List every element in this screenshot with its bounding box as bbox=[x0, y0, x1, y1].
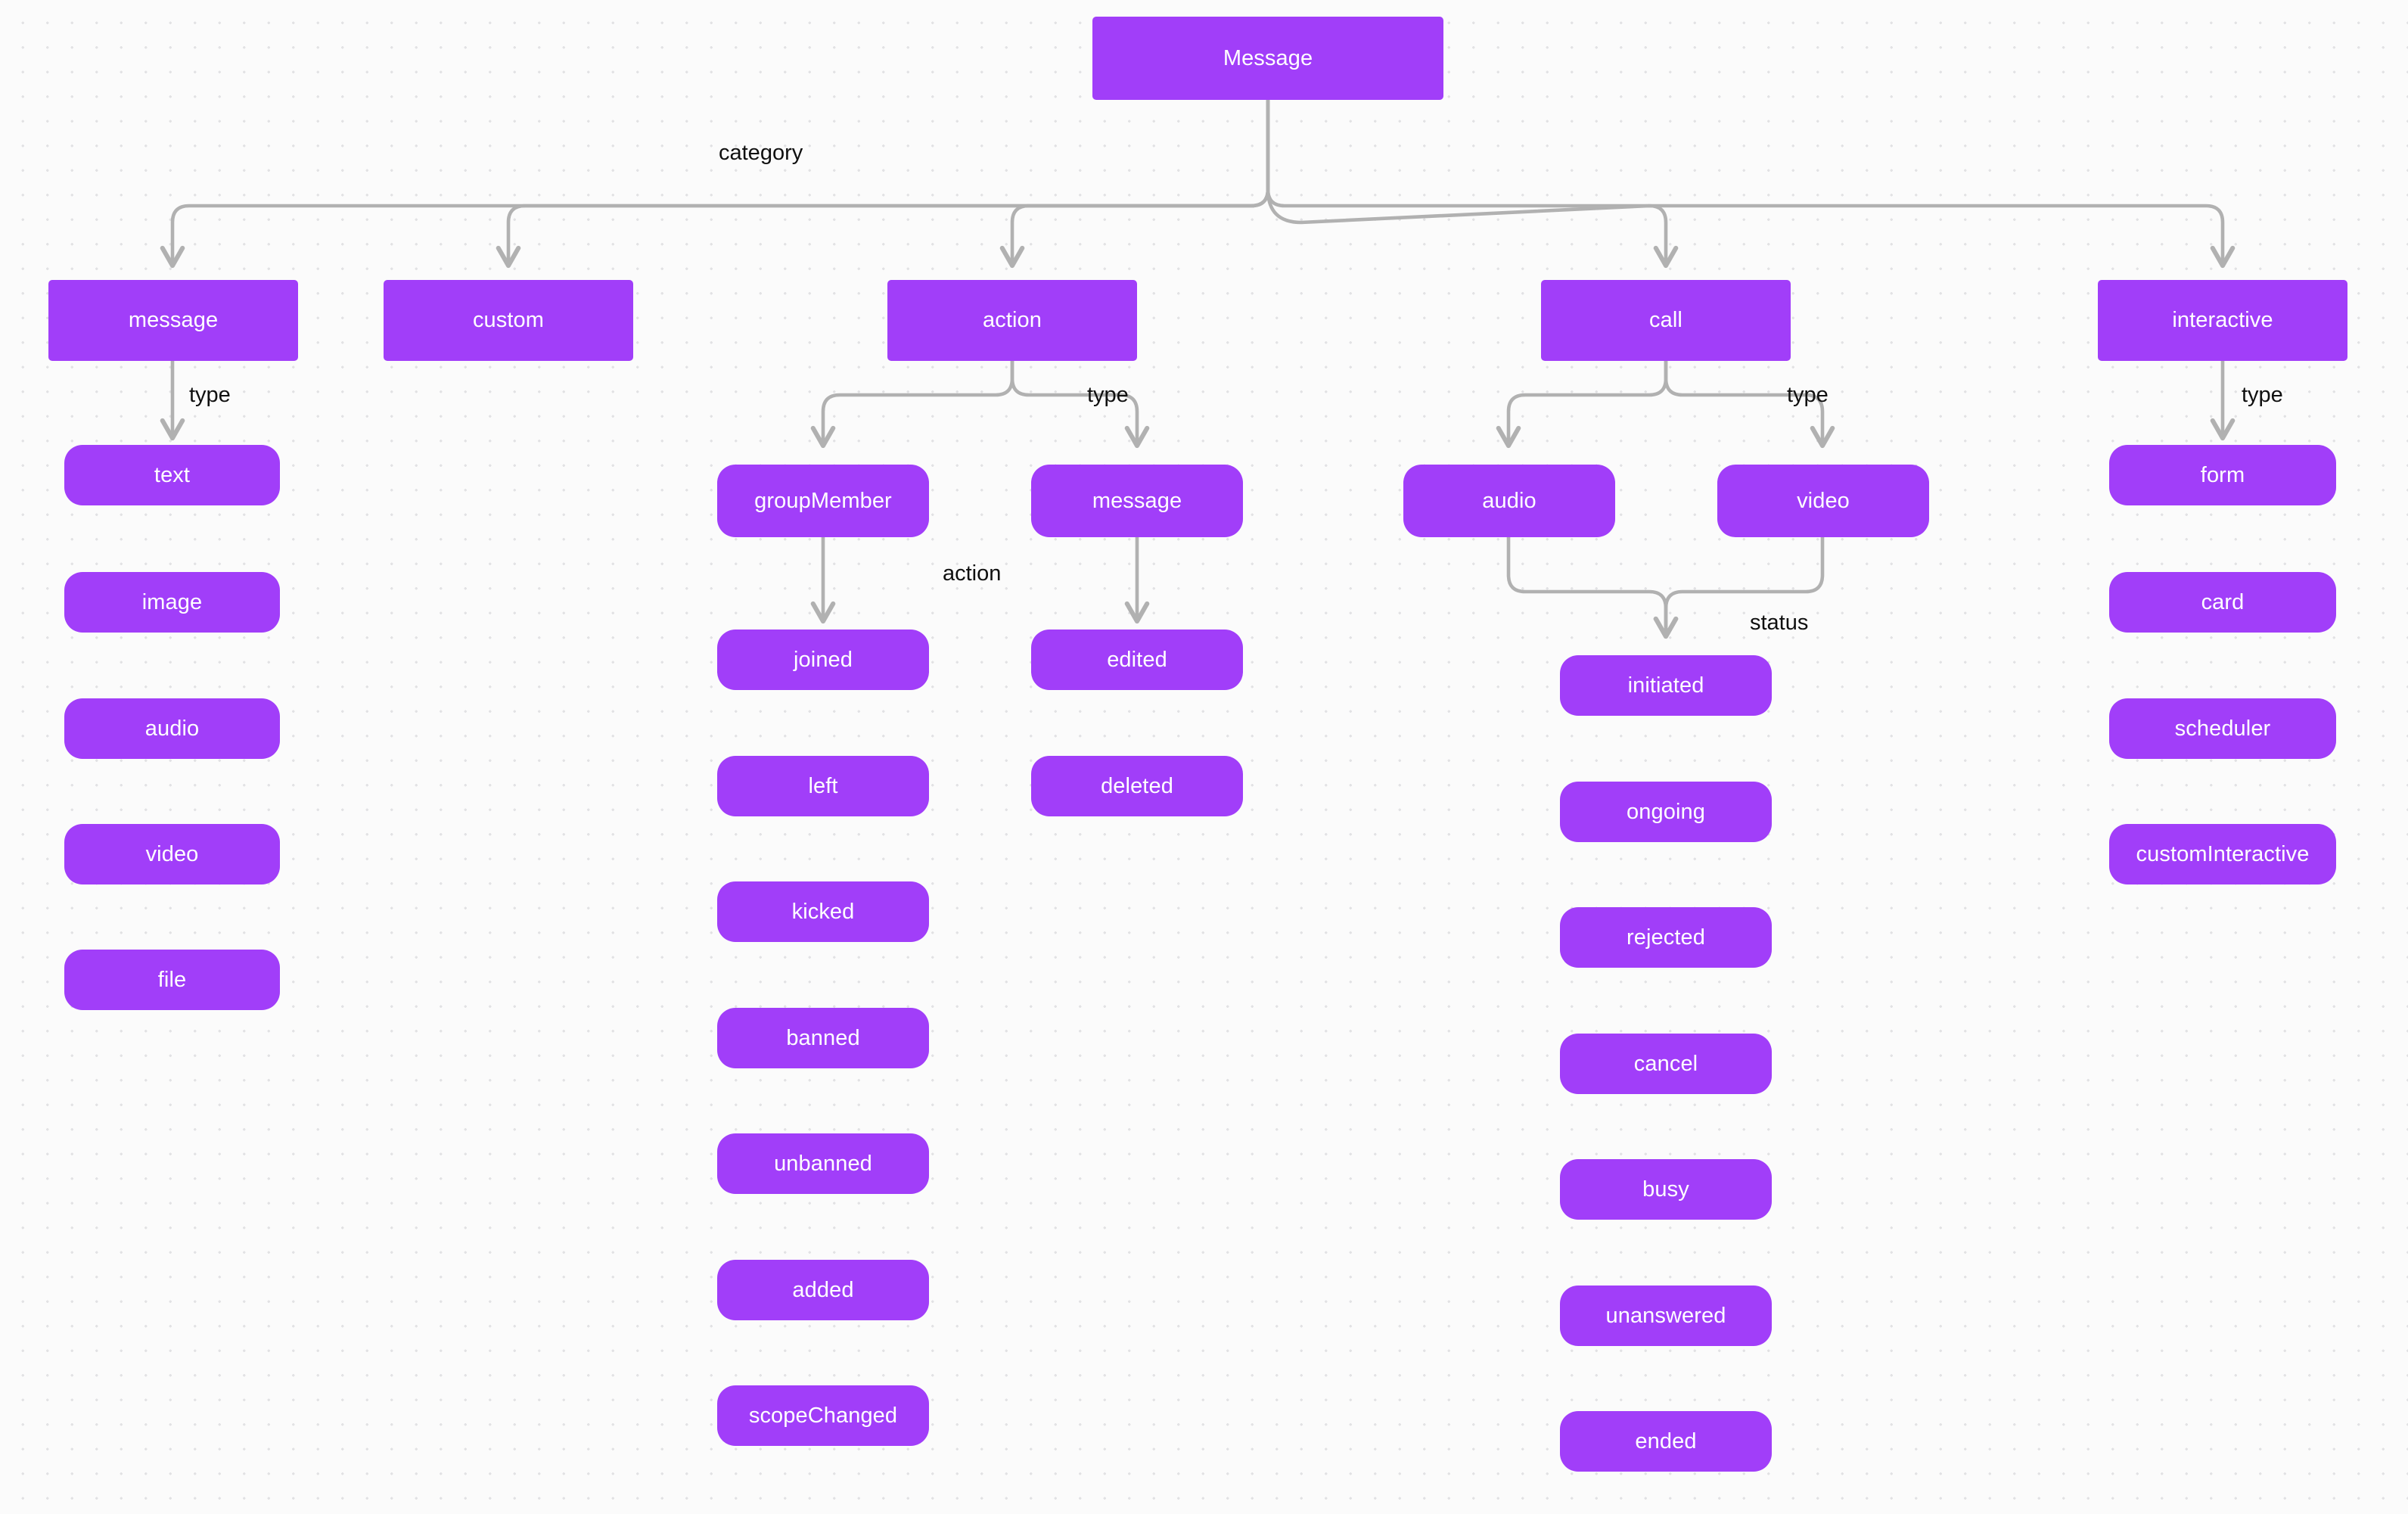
node-groupmember-action-added[interactable]: added bbox=[717, 1260, 929, 1320]
node-label: video bbox=[1797, 488, 1850, 513]
node-label: card bbox=[2201, 589, 2245, 614]
node-label: edited bbox=[1107, 647, 1167, 672]
node-message-type-file[interactable]: file bbox=[64, 950, 280, 1010]
node-label: unanswered bbox=[1605, 1303, 1726, 1328]
node-label: scopeChanged bbox=[748, 1403, 898, 1428]
node-groupmember-action-joined[interactable]: joined bbox=[717, 630, 929, 690]
node-label: form bbox=[2200, 462, 2245, 487]
node-label: custom bbox=[472, 308, 545, 332]
edge-label-status-call: status bbox=[1750, 611, 1809, 635]
node-label: action bbox=[983, 308, 1042, 332]
node-label: banned bbox=[786, 1025, 860, 1050]
node-interactive-type-form[interactable]: form bbox=[2109, 445, 2336, 505]
node-label: scheduler bbox=[2174, 716, 2271, 741]
node-label: added bbox=[792, 1277, 854, 1302]
node-label: audio bbox=[1482, 488, 1536, 513]
node-call-status-busy[interactable]: busy bbox=[1560, 1159, 1772, 1220]
node-call-status-initiated[interactable]: initiated bbox=[1560, 655, 1772, 716]
node-root-message[interactable]: Message bbox=[1092, 17, 1443, 100]
node-action-type-groupmember[interactable]: groupMember bbox=[717, 465, 929, 537]
node-label: interactive bbox=[2172, 308, 2273, 332]
node-call-type-video[interactable]: video bbox=[1717, 465, 1929, 537]
node-groupmember-action-left[interactable]: left bbox=[717, 756, 929, 816]
node-label: Message bbox=[1223, 45, 1313, 70]
node-groupmember-action-kicked[interactable]: kicked bbox=[717, 881, 929, 942]
node-message-action-edited[interactable]: edited bbox=[1031, 630, 1243, 690]
node-label: deleted bbox=[1101, 773, 1173, 798]
node-groupmember-action-banned[interactable]: banned bbox=[717, 1008, 929, 1068]
node-label: text bbox=[154, 462, 191, 487]
node-message-type-audio[interactable]: audio bbox=[64, 698, 280, 759]
node-label: cancel bbox=[1633, 1051, 1698, 1076]
node-label: call bbox=[1649, 308, 1682, 332]
node-call-status-rejected[interactable]: rejected bbox=[1560, 907, 1772, 968]
node-label: message bbox=[1092, 488, 1182, 513]
edge-label-type-call: type bbox=[1787, 383, 1829, 407]
node-label: video bbox=[145, 841, 199, 866]
node-interactive-type-card[interactable]: card bbox=[2109, 572, 2336, 633]
node-interactive-type-scheduler[interactable]: scheduler bbox=[2109, 698, 2336, 759]
node-category-message[interactable]: message bbox=[48, 280, 298, 361]
node-label: message bbox=[128, 308, 219, 332]
node-label: customInteractive bbox=[2136, 841, 2310, 866]
node-label: rejected bbox=[1627, 925, 1705, 950]
node-label: initiated bbox=[1627, 673, 1704, 698]
node-message-type-video[interactable]: video bbox=[64, 824, 280, 884]
edge-label-type-message: type bbox=[189, 383, 231, 407]
node-interactive-type-custominteractive[interactable]: customInteractive bbox=[2109, 824, 2336, 884]
node-label: audio bbox=[144, 716, 200, 741]
node-label: left bbox=[808, 773, 838, 798]
node-label: joined bbox=[794, 647, 853, 672]
node-label: groupMember bbox=[754, 488, 892, 513]
node-call-status-cancel[interactable]: cancel bbox=[1560, 1034, 1772, 1094]
node-message-type-text[interactable]: text bbox=[64, 445, 280, 505]
node-call-type-audio[interactable]: audio bbox=[1403, 465, 1615, 537]
node-label: ongoing bbox=[1627, 799, 1705, 824]
node-label: unbanned bbox=[774, 1151, 872, 1176]
node-label: busy bbox=[1642, 1177, 1689, 1202]
node-groupmember-action-unbanned[interactable]: unbanned bbox=[717, 1133, 929, 1194]
node-call-status-ended[interactable]: ended bbox=[1560, 1411, 1772, 1472]
node-label: ended bbox=[1635, 1429, 1697, 1453]
node-category-call[interactable]: call bbox=[1541, 280, 1791, 361]
node-call-status-ongoing[interactable]: ongoing bbox=[1560, 782, 1772, 842]
node-groupmember-action-scopechanged[interactable]: scopeChanged bbox=[717, 1385, 929, 1446]
edge-label-type-action: type bbox=[1087, 383, 1129, 407]
node-call-status-unanswered[interactable]: unanswered bbox=[1560, 1286, 1772, 1346]
edge-label-type-interactive: type bbox=[2242, 383, 2283, 407]
node-action-type-message[interactable]: message bbox=[1031, 465, 1243, 537]
node-message-action-deleted[interactable]: deleted bbox=[1031, 756, 1243, 816]
node-category-action[interactable]: action bbox=[887, 280, 1137, 361]
node-message-type-image[interactable]: image bbox=[64, 572, 280, 633]
node-label: image bbox=[141, 589, 203, 614]
node-category-custom[interactable]: custom bbox=[384, 280, 633, 361]
node-label: kicked bbox=[791, 899, 855, 924]
edge-label-category: category bbox=[719, 141, 803, 165]
node-label: file bbox=[157, 967, 187, 992]
node-category-interactive[interactable]: interactive bbox=[2098, 280, 2347, 361]
edge-label-action-groupmember: action bbox=[943, 561, 1002, 586]
